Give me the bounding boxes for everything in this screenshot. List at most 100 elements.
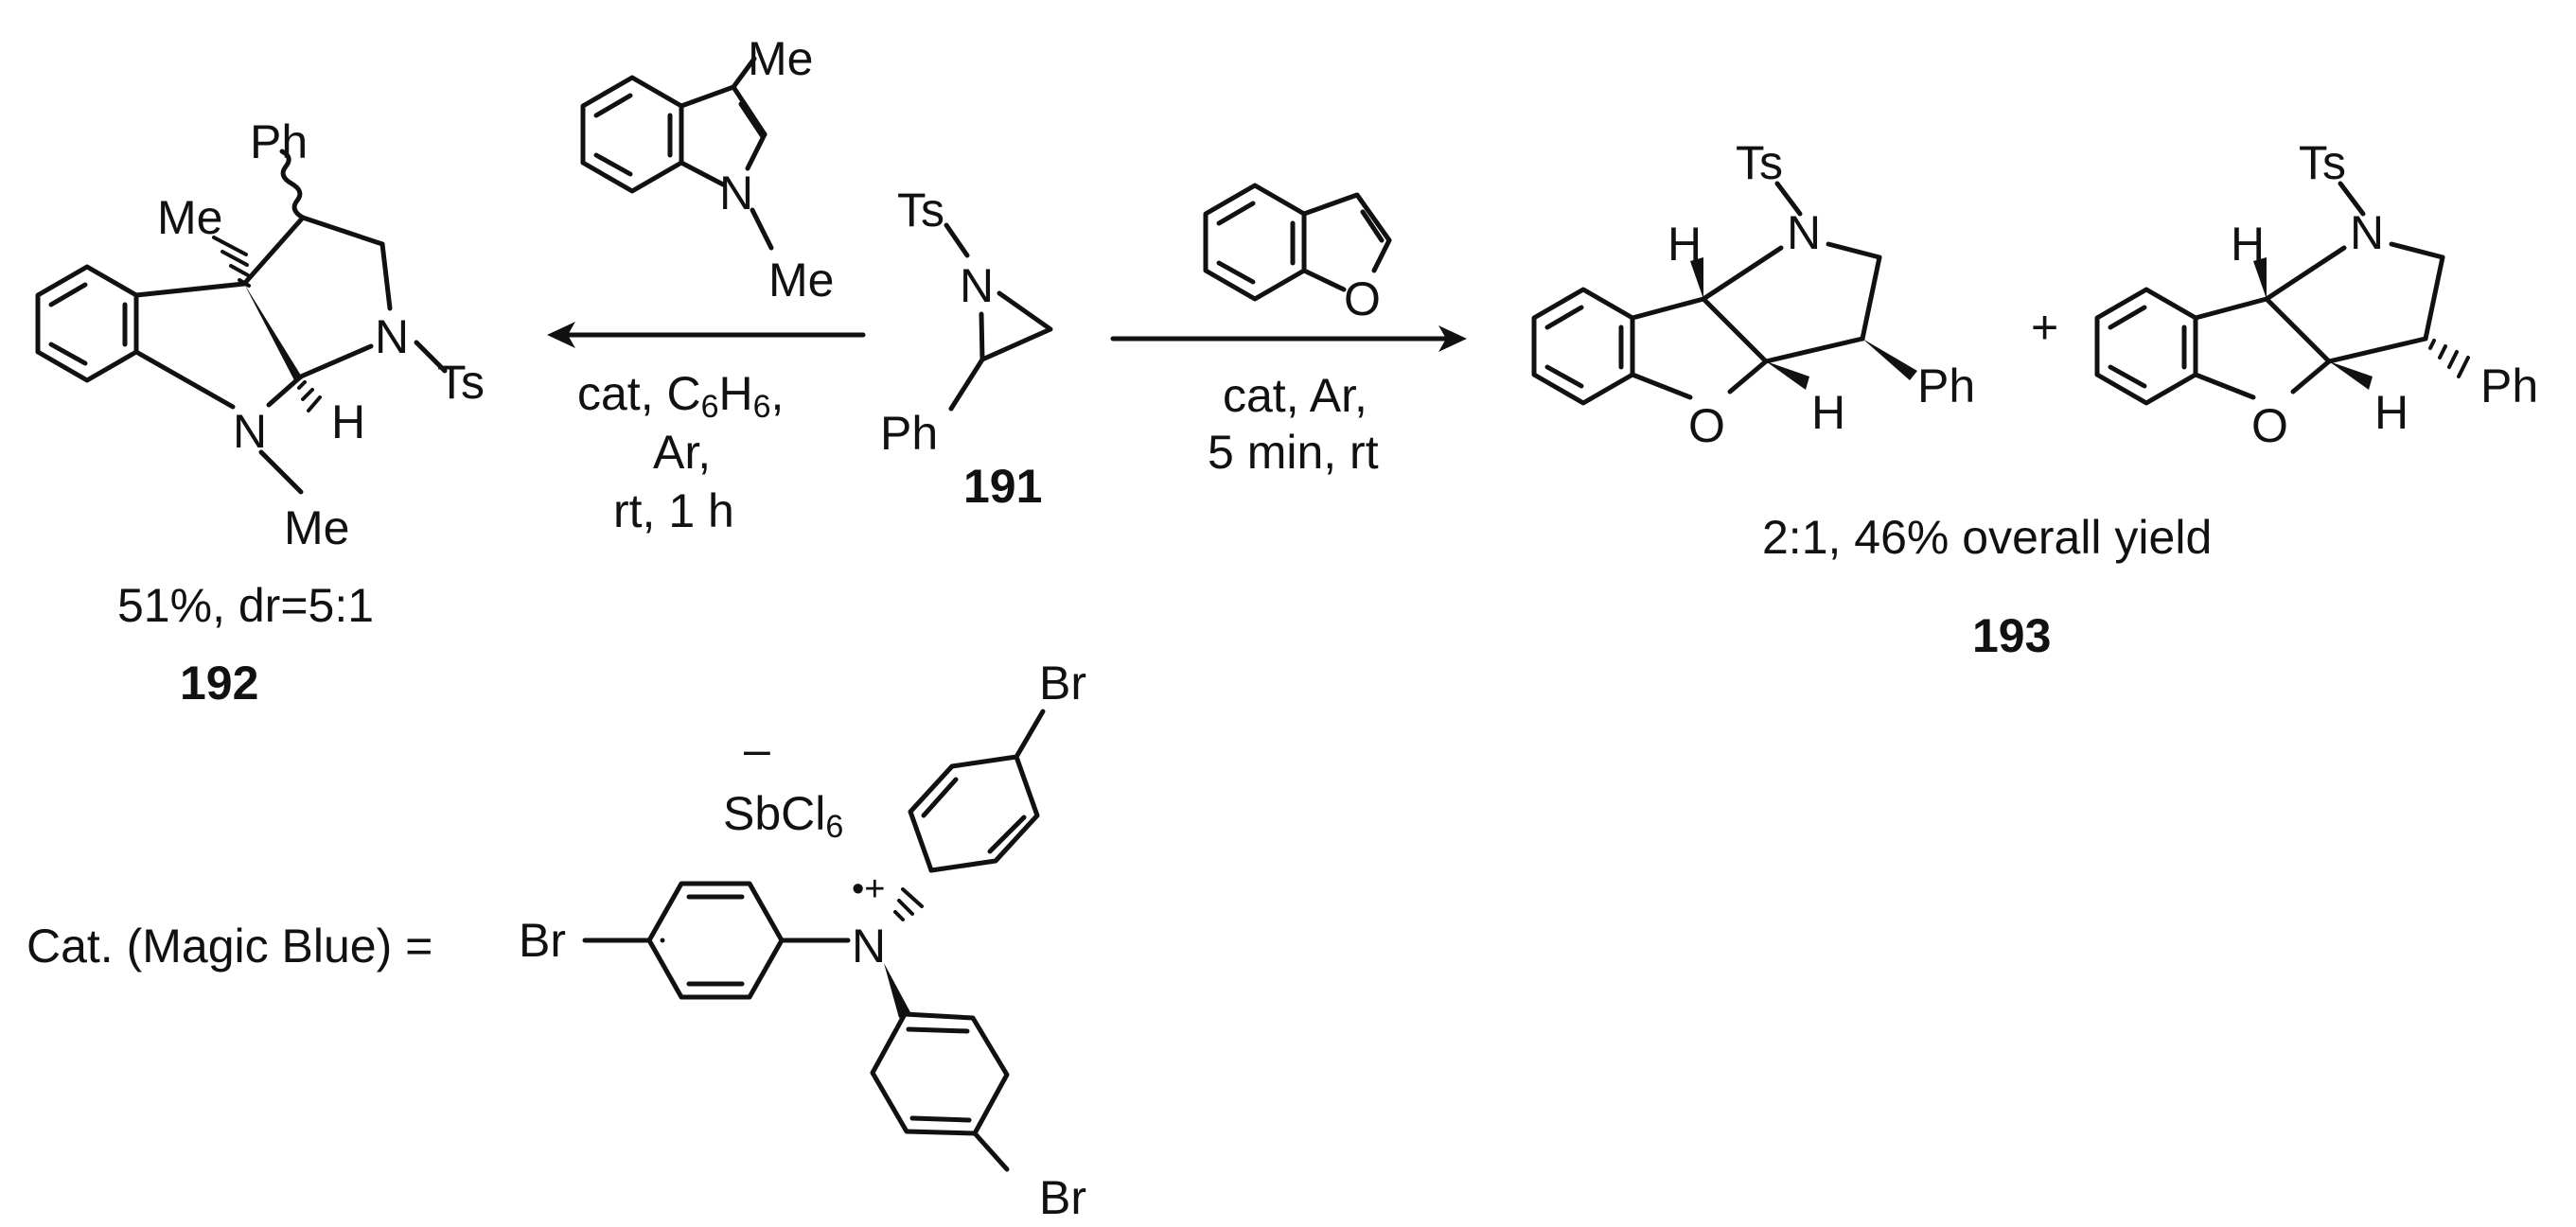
bond-c3b-h-wedge — [1766, 361, 1809, 390]
bond-ts-n — [944, 222, 970, 258]
bond-o-c3b — [1727, 359, 1769, 394]
catalyst-left-ring — [646, 881, 785, 1000]
bond-c8b-h-wedge — [1690, 257, 1703, 299]
bond-c8b-n — [2264, 245, 2347, 302]
compound-191: Ts N Ph 191 — [880, 184, 1053, 513]
bond-ring-br-bottom — [972, 1131, 1010, 1172]
compound-193-isomer-b: Ts N H H O Ph — [2094, 136, 2538, 452]
arrowhead — [547, 322, 575, 348]
bond-ring-br-top — [1014, 709, 1046, 760]
benzofuran-furan-ring — [1301, 192, 1392, 243]
bond-c8b-c3b — [1701, 296, 1769, 364]
catalyst-br-bottom: Br — [1039, 1171, 1086, 1224]
bond-c3a-c3 — [133, 281, 247, 298]
193a-h-bottom: H — [1811, 386, 1845, 439]
bond-n-ts — [1774, 181, 1803, 217]
bond-inner — [48, 342, 88, 366]
reagent-dimethylindole: Me N Me — [580, 32, 834, 307]
bond-n-c — [2389, 241, 2445, 260]
bond-c8b-n — [1701, 245, 1784, 302]
compound-number-192: 192 — [180, 657, 258, 710]
bond-n-me — [750, 207, 774, 251]
benzofuran-o: O — [1344, 272, 1381, 325]
bond-c7a-o — [2193, 372, 2256, 400]
bond-inner — [2108, 305, 2147, 330]
193a-h-top: H — [1667, 218, 1702, 271]
193a-ts: Ts — [1736, 136, 1783, 189]
bond-c3a-c8b — [1630, 296, 1706, 321]
bond-inner — [1544, 364, 1584, 389]
bond-inner — [1216, 260, 1256, 285]
192-n-indoline: N — [233, 405, 267, 458]
aziridine-ph: Ph — [880, 407, 938, 460]
192-h: H — [331, 395, 365, 448]
reaction-arrow-left — [547, 322, 866, 348]
bond-c3a-c3 — [241, 215, 306, 287]
193b-ph: Ph — [2480, 359, 2538, 412]
catalyst-br-left: Br — [519, 914, 566, 967]
bond-c3-me — [731, 56, 757, 90]
193b-o: O — [2251, 399, 2288, 452]
bond-inner — [1216, 201, 1256, 226]
bond-inner — [48, 282, 88, 307]
bond-c-ph-wedge — [1862, 339, 1917, 380]
conditions-right-line1: cat, Ar, — [1223, 369, 1367, 422]
193b-h-top: H — [2231, 218, 2265, 271]
bond-c-ph — [948, 357, 985, 412]
bond-inner — [593, 93, 633, 118]
catalyst-anion-charge: – — [744, 723, 770, 776]
compound-192: Ph Me N Ts H N Me 51%, dr=5:1 192 — [35, 115, 485, 710]
bond-n-lower-ring-wedge — [884, 963, 910, 1018]
bond-c-c3b — [2326, 336, 2428, 364]
bond-n-c8a — [298, 343, 374, 379]
bond-n-upper-ring-hashed — [893, 887, 924, 921]
bond-inner — [593, 152, 633, 177]
bond-c3-c2 — [300, 215, 385, 247]
conditions-left-line2: Ar, — [653, 426, 711, 479]
bond-c-c — [1860, 254, 1882, 342]
bond-n-c — [1826, 241, 1882, 260]
192-ts: Ts — [437, 356, 485, 409]
catalyst-anion: SbCl6 — [723, 787, 843, 845]
catalyst-label: Cat. (Magic Blue) = — [26, 920, 432, 973]
indole-n: N — [719, 167, 753, 219]
reagent-benzofuran: O — [1203, 183, 1392, 325]
bond-n-c7a — [679, 160, 726, 187]
bond-o-c7a — [1301, 268, 1347, 292]
indole-me-top: Me — [748, 32, 813, 85]
193b-n: N — [2350, 206, 2384, 259]
conditions-left-line1: cat, C6H6, — [577, 367, 784, 425]
aziridine-n: N — [960, 259, 994, 312]
bond-c3a-me-hashed — [212, 236, 251, 288]
indole-pyrrole-ring — [679, 84, 768, 137]
compound-number-193: 193 — [1972, 609, 2051, 662]
bond-inner — [906, 1026, 970, 1034]
bond-c-c — [2423, 254, 2445, 342]
193b-ts: Ts — [2299, 136, 2346, 189]
bond-c8b-c3b — [2264, 296, 2332, 364]
bond-c-ph-hashed — [2428, 339, 2470, 378]
bond-c7a-n — [133, 349, 236, 410]
plus-sign: + — [2031, 301, 2058, 354]
reaction-arrow-right — [1110, 325, 1467, 352]
193b-h-bottom: H — [2374, 386, 2408, 439]
aziridine-ring — [979, 290, 1053, 362]
aziridine-ts: Ts — [897, 184, 944, 237]
192-n-ring: N — [375, 310, 409, 363]
bond-c2-n — [745, 131, 768, 171]
192-yield: 51%, dr=5:1 — [117, 579, 374, 632]
conditions-right-line2: 5 min, rt — [1208, 426, 1379, 479]
192-me-n: Me — [284, 501, 349, 554]
bond-inner — [921, 777, 959, 818]
bond-c7a-o — [1630, 372, 1693, 400]
193-yield: 2:1, 46% overall yield — [1762, 511, 2212, 564]
bond-n-ts — [414, 340, 448, 374]
bond-furan-double — [1360, 209, 1385, 243]
bond-c2-n — [379, 241, 393, 311]
bond-c3b-h-wedge — [2329, 361, 2373, 390]
bond-c-c3b — [1763, 336, 1865, 364]
catalyst-radical-cation: •+ — [852, 869, 886, 909]
catalyst-br-top: Br — [1039, 657, 1086, 710]
193a-o: O — [1688, 399, 1725, 452]
